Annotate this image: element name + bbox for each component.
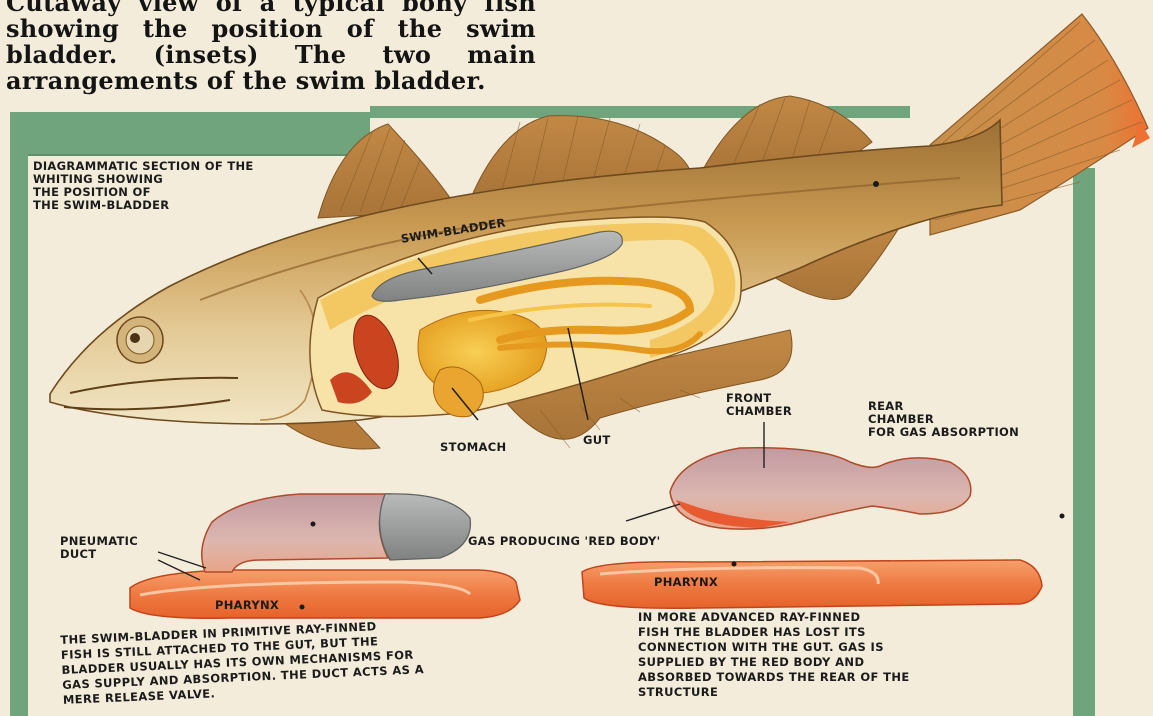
note-advanced: IN MORE ADVANCED RAY-FINNED FISH THE BLA… [638,610,910,700]
inset-primitive-bladder [130,494,520,618]
note-primitive: THE SWIM-BLADDER IN PRIMITIVE RAY-FINNED… [60,617,425,708]
label-red-body: GAS PRODUCING 'RED BODY' [468,535,660,548]
label-stomach: STOMACH [440,441,506,454]
label-pharynx-primitive: PHARYNX [215,599,279,612]
label-gut: GUT [583,434,611,447]
label-front-chamber: FRONT CHAMBER [726,392,792,418]
main-figure-title: DIAGRAMMATIC SECTION OF THE WHITING SHOW… [33,160,254,212]
label-pharynx-advanced: PHARYNX [654,576,718,589]
label-rear-chamber: REAR CHAMBER FOR GAS ABSORPTION [868,400,1019,439]
label-pneumatic-duct: PNEUMATIC DUCT [60,535,138,561]
